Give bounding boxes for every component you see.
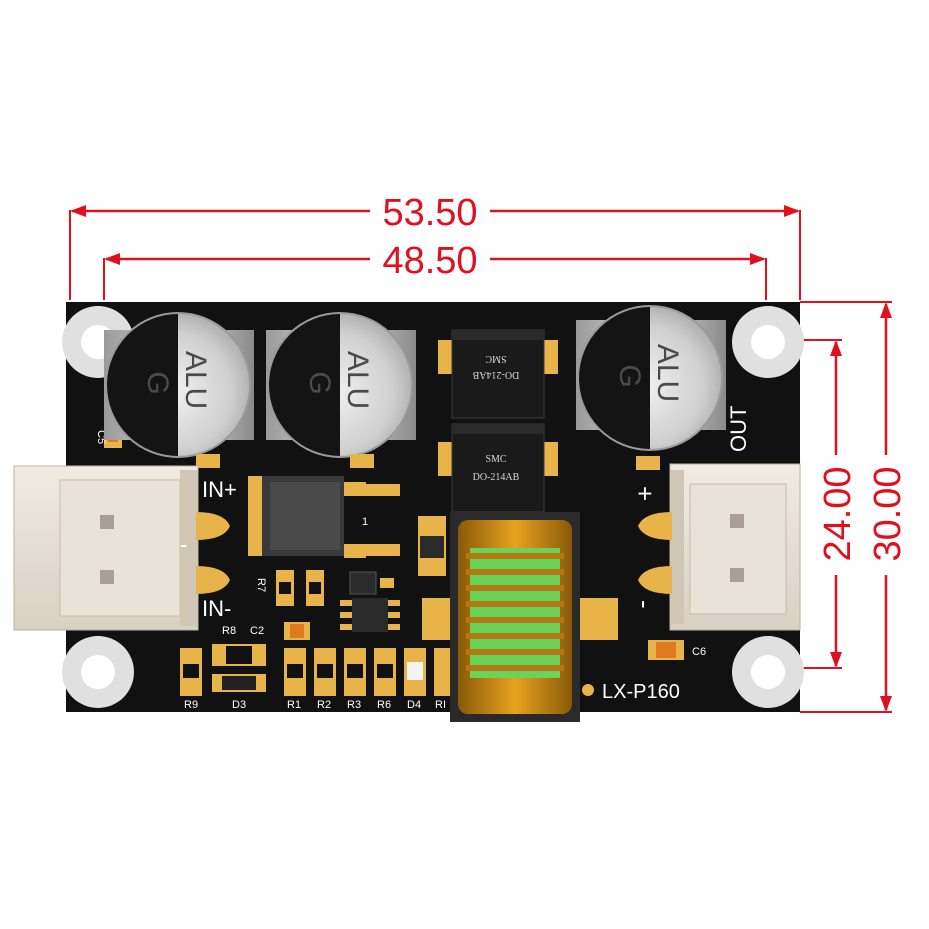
- electrolytic-capacitor-3: ALU G: [576, 305, 726, 451]
- label-r-last: RI: [435, 699, 446, 711]
- diode1-label-smc: SMC: [485, 353, 506, 364]
- regulator-ic: 1: [248, 476, 400, 558]
- mounting-hole-top-right: [732, 306, 804, 378]
- dimension-overall-width: 53.50: [69, 192, 801, 300]
- overall-width-label: 53.50: [382, 192, 477, 234]
- diode2-label-package: DO-214AB: [473, 472, 520, 483]
- smc-diode-2: SMC DO-214AB: [438, 423, 558, 513]
- diode1-label-package: DO-214AB: [472, 369, 519, 380]
- resistor-r7: [276, 570, 324, 606]
- input-connector: [13, 465, 199, 631]
- led-d4: [404, 648, 426, 696]
- resistor-r3: [344, 648, 366, 696]
- diode2-label-smc: SMC: [485, 454, 506, 465]
- hole-spacing-height-label: 24.00: [817, 466, 859, 561]
- electrolytic-capacitor-2: ALU G: [266, 312, 416, 458]
- small-transistor: [349, 571, 394, 595]
- label-r9: R9: [184, 699, 198, 711]
- dimension-hole-spacing-width: 48.50: [103, 240, 767, 300]
- cap3-label-g: G: [613, 364, 646, 387]
- capacitor-c6: [648, 640, 684, 660]
- power-inductor: [422, 512, 618, 722]
- connector-pad: [196, 512, 230, 540]
- diode-d3: [212, 644, 266, 692]
- label-r2: R2: [317, 699, 331, 711]
- label-c6: C6: [692, 646, 706, 658]
- electrolytic-capacitor-1: ALU G: [104, 312, 254, 458]
- resistor-r2: [314, 648, 336, 696]
- label-out: OUT: [726, 406, 751, 452]
- connector-pad: [638, 566, 672, 594]
- via-pad: [582, 684, 594, 696]
- inductor-windings: [466, 553, 564, 671]
- connector-pad: [638, 512, 672, 540]
- label-r7: R7: [255, 578, 267, 592]
- dimension-overall-height: 30.00: [800, 301, 909, 713]
- small-diode: [418, 516, 446, 576]
- label-in-minus: IN-: [202, 596, 231, 621]
- cap1-label-g: G: [141, 371, 174, 394]
- cap3-label-alu: ALU: [651, 344, 684, 402]
- label-in-plus: IN+: [202, 477, 237, 502]
- control-ic: [340, 598, 400, 632]
- label-out-plus: +: [630, 486, 660, 501]
- label-d3: D3: [232, 699, 246, 711]
- cap1-label-alu: ALU: [179, 351, 212, 409]
- hole-spacing-width-label: 48.50: [382, 240, 477, 282]
- resistor-r6: [374, 648, 396, 696]
- mounting-hole-bottom-left: [62, 636, 134, 708]
- mounting-hole-bottom-right: [732, 636, 804, 708]
- output-connector: [669, 463, 801, 631]
- capacitor-c2: [284, 622, 310, 640]
- label-r3: R3: [347, 699, 361, 711]
- cap2-label-g: G: [303, 371, 336, 394]
- label-out-minus: -: [630, 600, 660, 609]
- resistor-r1: [284, 648, 306, 696]
- label-model: LX-P160: [602, 681, 680, 703]
- overall-height-label: 30.00: [867, 466, 909, 561]
- resistor-last: [434, 648, 450, 696]
- label-c2: C2: [250, 625, 264, 637]
- label-in-minus-sign: -: [180, 532, 187, 557]
- label-r1: R1: [287, 699, 301, 711]
- label-r6: R6: [377, 699, 391, 711]
- smc-diode-1: SMC DO-214AB: [438, 329, 558, 419]
- connector-pad: [196, 566, 230, 594]
- pad: [196, 454, 220, 468]
- pad: [636, 456, 660, 470]
- resistor-r9: [180, 648, 202, 696]
- label-d4: D4: [407, 699, 421, 711]
- label-u1: 1: [362, 516, 368, 528]
- label-r8: R8: [222, 625, 236, 637]
- dimension-hole-spacing-height: 24.00: [790, 339, 859, 669]
- cap2-label-alu: ALU: [341, 351, 374, 409]
- pad: [350, 454, 374, 468]
